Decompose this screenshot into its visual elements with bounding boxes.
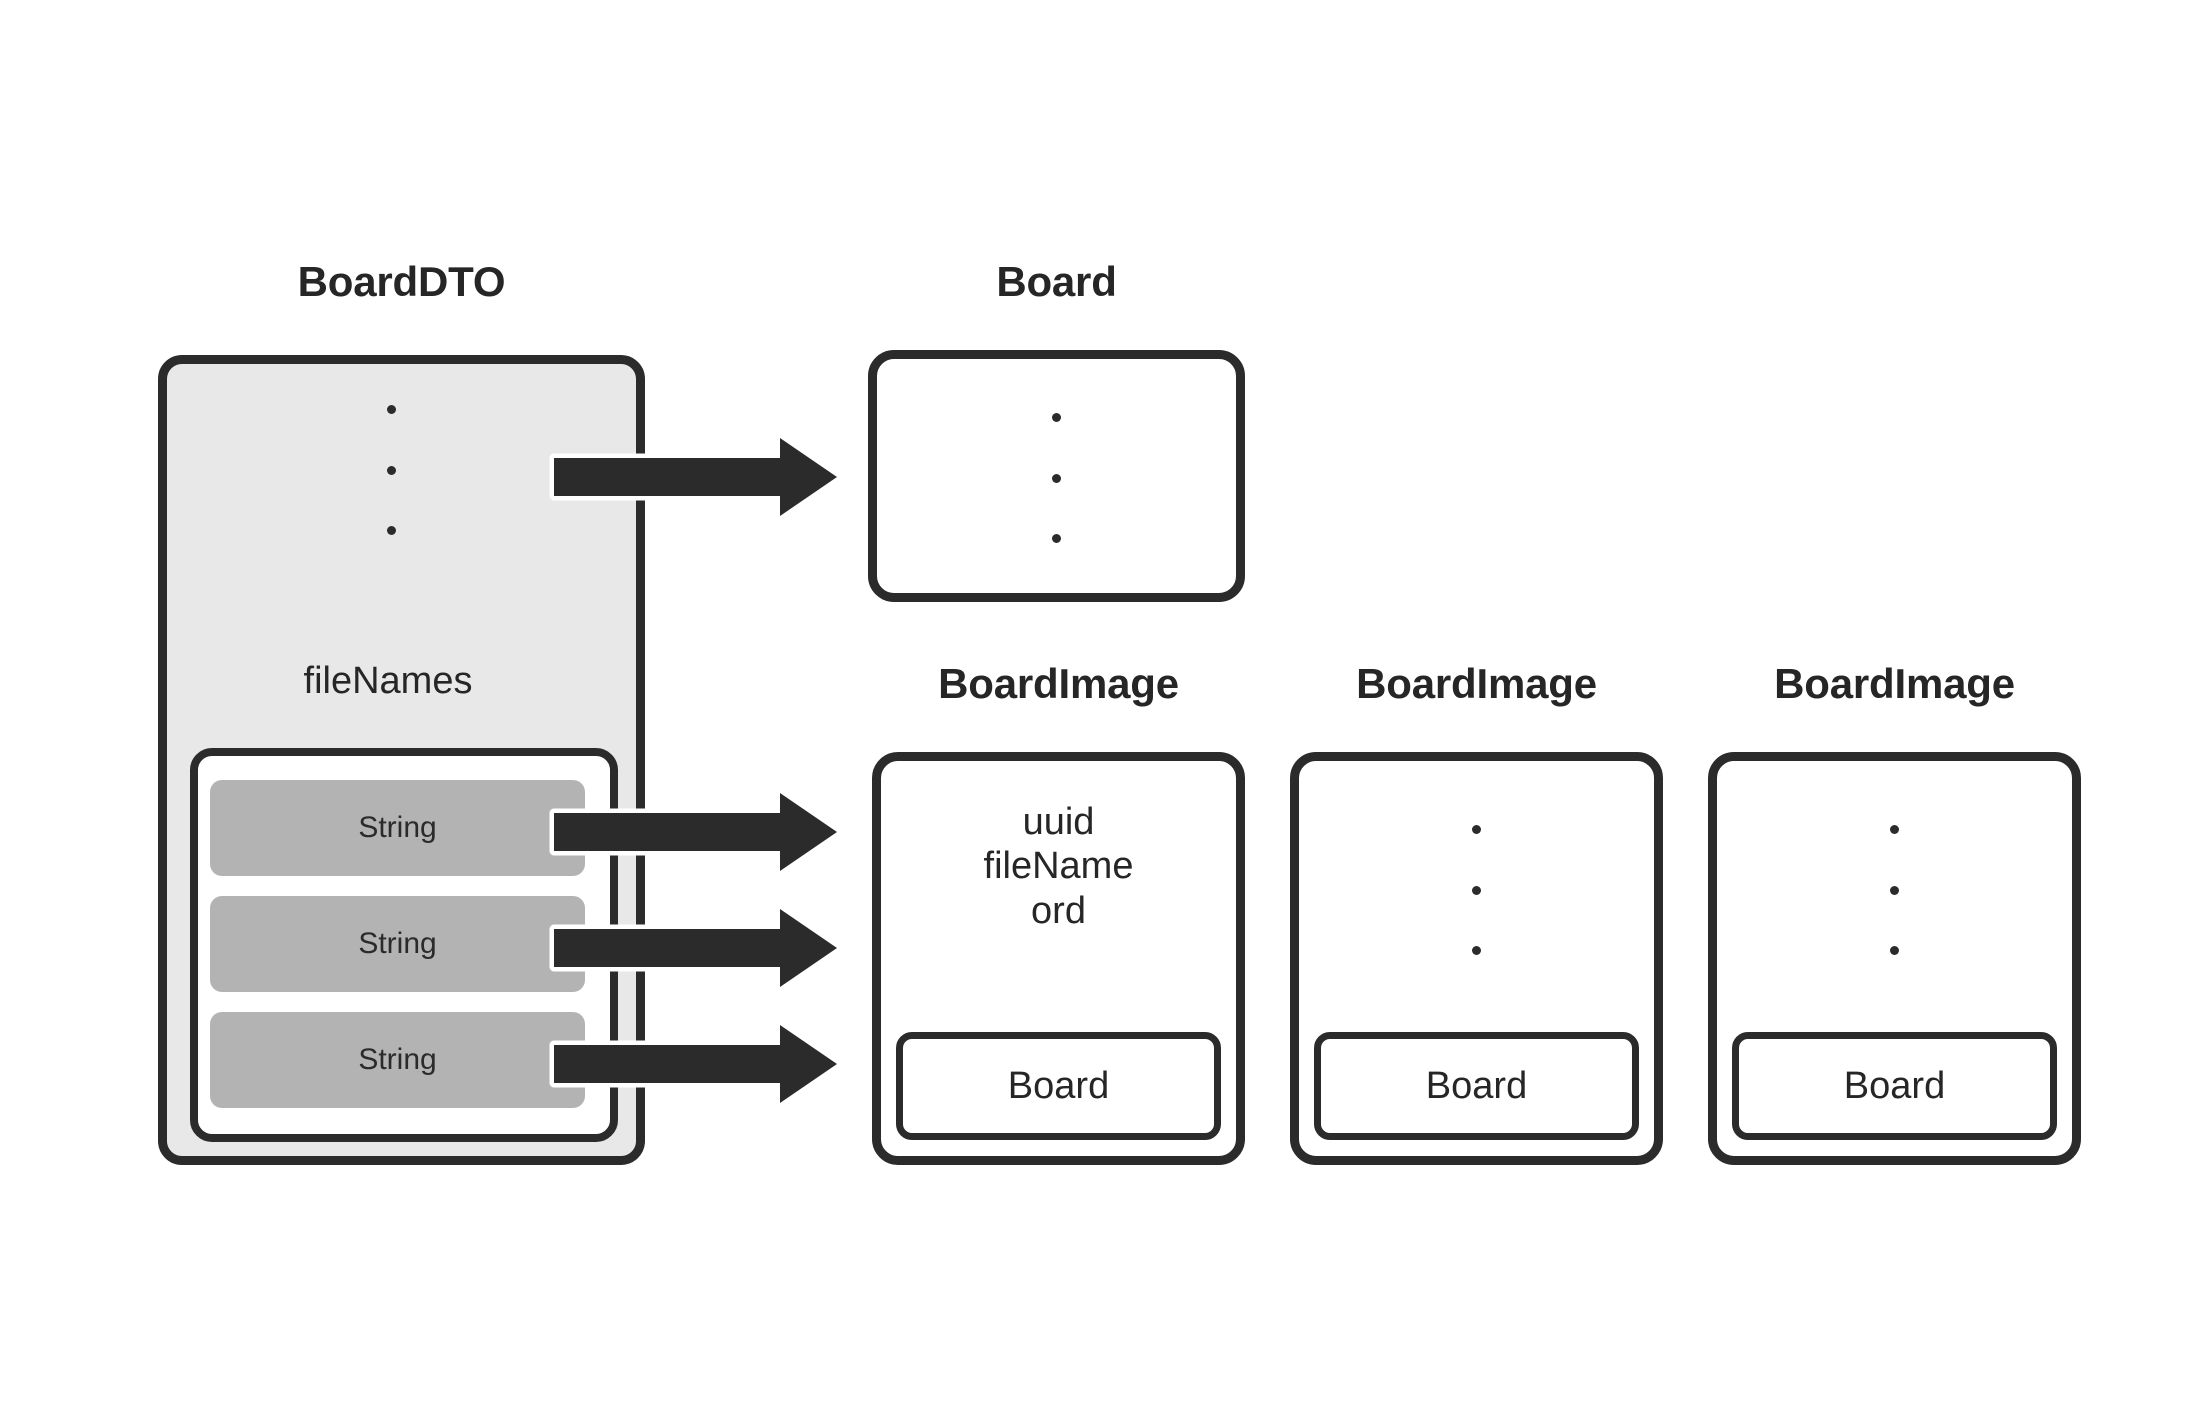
boardimage-title-3: BoardImage bbox=[1774, 660, 2015, 707]
list-item-label: String bbox=[358, 1043, 437, 1076]
list-item[interactable]: String bbox=[210, 780, 585, 876]
boardimage-board-ref-label-2: Board bbox=[1425, 1064, 1528, 1107]
board-title: Board bbox=[996, 258, 1117, 305]
boardimage-elided-fields-icon-3 bbox=[1890, 825, 1899, 955]
arrow-filename-1-to-boardimage-2 bbox=[548, 903, 843, 993]
boardimage-board-ref-1: Board bbox=[896, 1032, 1221, 1140]
boardimage-title-1: BoardImage bbox=[938, 660, 1179, 707]
boardimage-board-ref-2: Board bbox=[1314, 1032, 1639, 1140]
boardimage-fields-1: uuid fileName ord bbox=[983, 801, 1134, 932]
boarddto-title: BoardDTO bbox=[297, 258, 506, 305]
board-elided-fields-icon bbox=[1052, 413, 1061, 543]
boardimage-board-ref-3: Board bbox=[1732, 1032, 2057, 1140]
list-item[interactable]: String bbox=[210, 1012, 585, 1108]
boardimage-title-2: BoardImage bbox=[1356, 660, 1597, 707]
arrow-filename-2-to-boardimage-3 bbox=[548, 1019, 843, 1109]
boardimage-board-ref-label-3: Board bbox=[1843, 1064, 1946, 1107]
list-item-label: String bbox=[358, 927, 437, 960]
list-item-label: String bbox=[358, 811, 437, 844]
list-item[interactable]: String bbox=[210, 896, 585, 992]
boardimage-elided-fields-icon-2 bbox=[1472, 825, 1481, 955]
boardimage-board-ref-label-1: Board bbox=[1007, 1064, 1110, 1107]
filenames-label: fileNames bbox=[303, 660, 473, 702]
boarddto-elided-fields-icon bbox=[387, 405, 396, 535]
arrow-filename-0-to-boardimage-1 bbox=[548, 787, 843, 877]
arrow-boarddto-to-board bbox=[548, 432, 843, 522]
